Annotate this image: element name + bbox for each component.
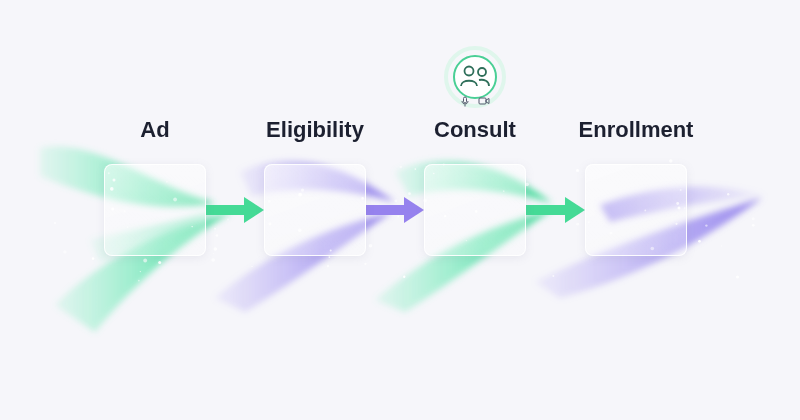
sparkle — [213, 253, 214, 254]
sparkle — [63, 250, 66, 253]
sparkle — [138, 280, 140, 282]
arrow-shaft — [206, 205, 246, 215]
sparkle — [92, 257, 95, 260]
sparkle — [576, 223, 579, 226]
sparkle — [214, 228, 216, 230]
consult-icon — [446, 48, 504, 107]
glass-card — [424, 164, 526, 256]
stage-heading: Eligibility — [217, 116, 413, 144]
glass-card — [264, 164, 366, 256]
flow-arrow — [366, 197, 424, 223]
sparkle — [752, 224, 755, 227]
sparkle — [227, 219, 229, 221]
sparkle — [211, 258, 215, 262]
sparkle — [369, 244, 373, 248]
stage-heading: Consult — [377, 116, 573, 144]
arrow-head — [404, 197, 424, 223]
sparkle — [669, 159, 672, 162]
sparkle — [251, 266, 252, 267]
sparkle — [721, 245, 722, 246]
sparkle — [216, 234, 219, 237]
sparkle — [140, 271, 141, 272]
sparkle — [400, 166, 402, 168]
flow-arrow — [526, 197, 585, 223]
sparkle — [214, 247, 218, 251]
arrow-head — [565, 197, 585, 223]
sparkle — [552, 275, 554, 277]
sparkle — [576, 169, 579, 172]
stage-node: Eligibility — [217, 116, 413, 256]
sparkle — [54, 222, 56, 224]
sparkle — [327, 265, 330, 268]
glass-card — [585, 164, 687, 256]
stage-node: Enrollment — [538, 116, 734, 256]
sparkle — [727, 193, 729, 195]
sparkle — [415, 168, 417, 170]
sparkle — [705, 224, 707, 226]
glass-card — [104, 164, 206, 256]
sparkle — [698, 240, 701, 243]
sparkle — [143, 259, 147, 263]
sparkle — [403, 276, 405, 278]
sparkle — [158, 261, 161, 264]
stage-node: Ad — [57, 116, 253, 256]
stage-heading: Ad — [57, 116, 253, 144]
sparkle — [395, 199, 398, 202]
sparkle — [752, 217, 755, 220]
arrow-shaft — [526, 205, 567, 215]
sparkle — [364, 263, 366, 265]
sparkle — [736, 275, 739, 278]
stage-node: Consult — [377, 116, 573, 256]
sparkle — [397, 216, 399, 218]
arrow-shaft — [366, 205, 406, 215]
flow-arrow — [206, 197, 264, 223]
stage-heading: Enrollment — [538, 116, 734, 144]
arrow-head — [244, 197, 264, 223]
sparkle — [329, 256, 331, 258]
sparkle — [408, 192, 411, 195]
